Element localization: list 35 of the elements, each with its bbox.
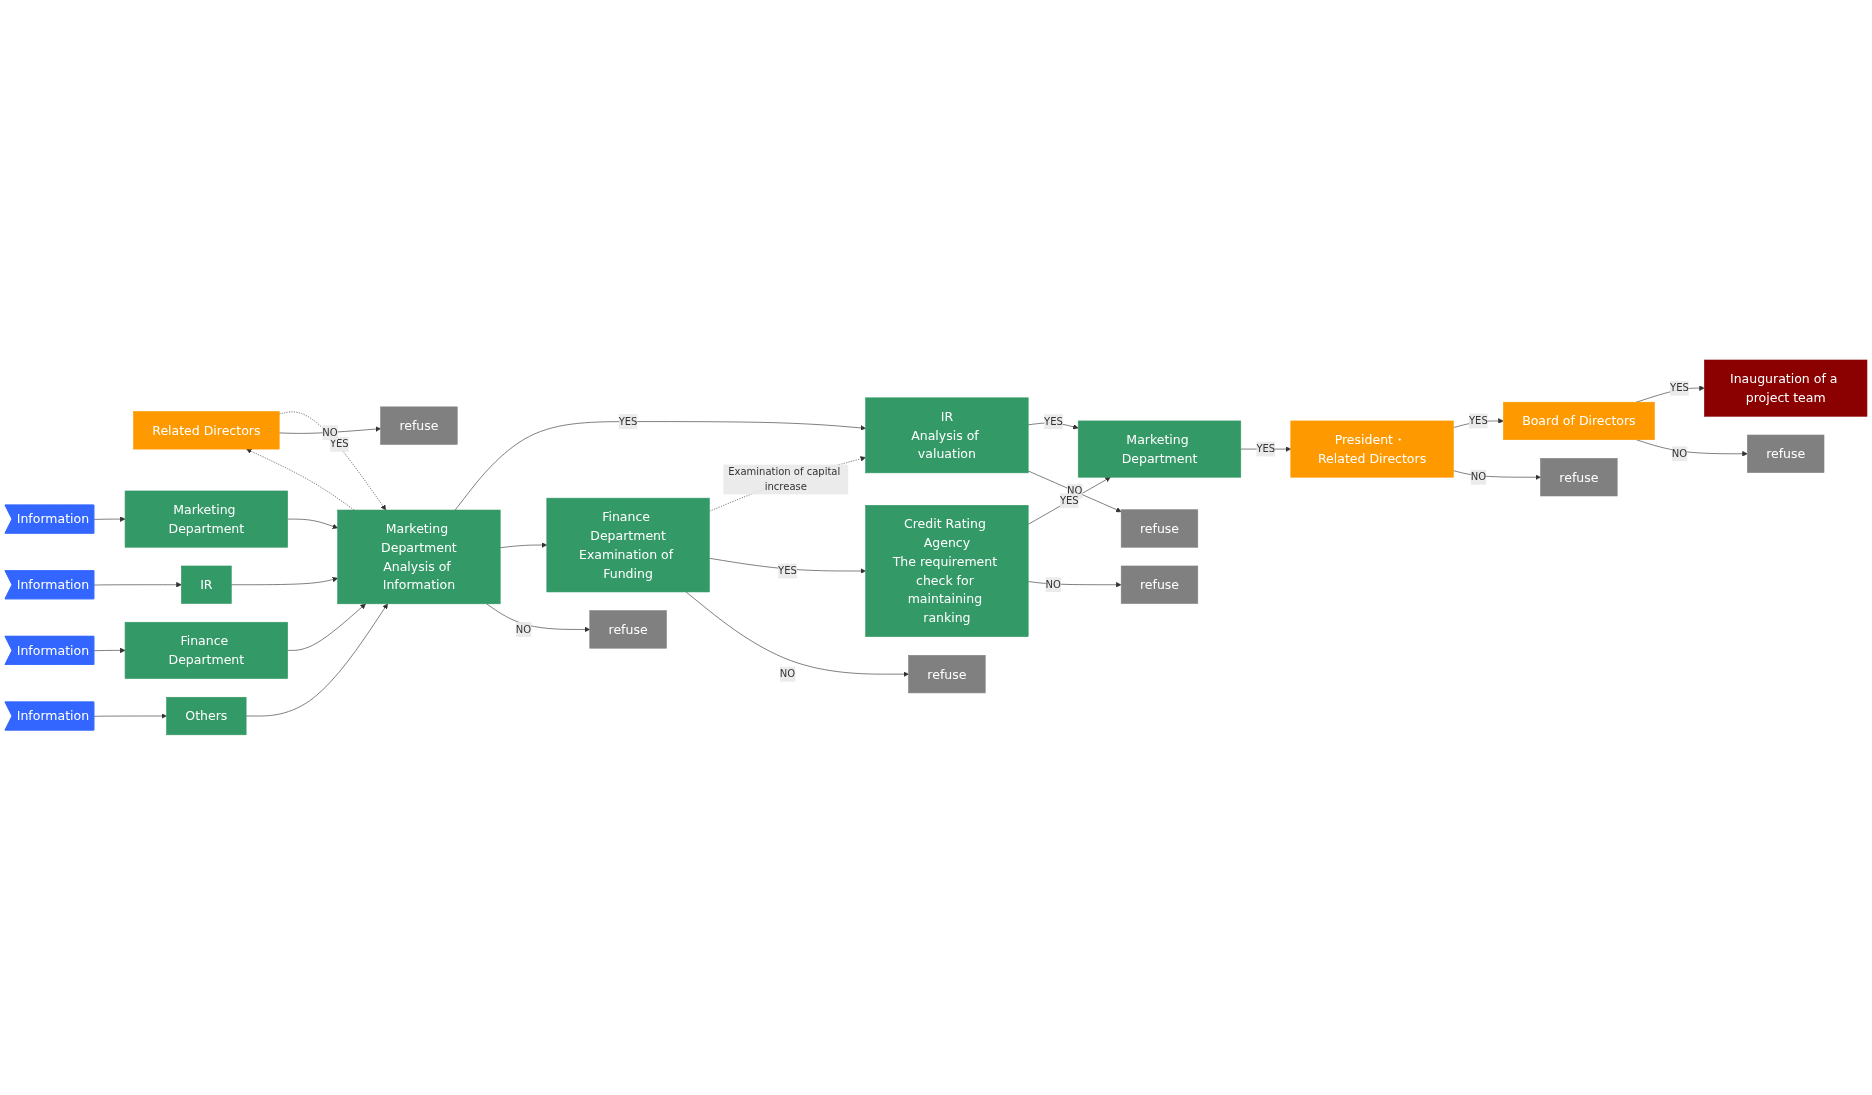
edge-label: Examination of capital increase (728, 465, 841, 493)
edge-label: NO (515, 623, 532, 636)
node-box: refuse (1540, 458, 1618, 497)
node-box: Credit Rating Agency The requirement check for maintaining ranking (865, 505, 1029, 638)
edge-label: YES (1256, 442, 1276, 455)
node-box: Marketing Department (124, 490, 288, 548)
edge-label: NO (1045, 578, 1061, 591)
node-box: Board of Directors (1503, 402, 1655, 441)
node-box: IR Analysis of valuation (865, 397, 1029, 474)
node-box: Others (166, 697, 247, 736)
node-box: refuse (908, 655, 986, 694)
edge-label: YES (618, 415, 638, 428)
edge-label: NO (322, 426, 338, 439)
node-box: Marketing Department Analysis of Information (337, 509, 501, 605)
node-box: President・ Related Directors (1290, 420, 1454, 478)
node-box: Marketing Department (1077, 420, 1242, 478)
node-box: Inauguration of a project team (1704, 359, 1868, 417)
edge-label: YES (1468, 414, 1488, 427)
edge-label: NO (1470, 471, 1487, 483)
node-box: IR (181, 565, 232, 604)
node-box: Finance Department (124, 622, 288, 679)
node-box: refuse (1120, 509, 1199, 548)
edge-label: YES (329, 438, 349, 451)
node-box: refuse (1747, 434, 1825, 473)
node-box: Finance Department Examination of Funding (546, 497, 710, 593)
node-box: refuse (589, 610, 667, 649)
edge-label: NO (779, 668, 796, 680)
node-box: refuse (1120, 565, 1199, 604)
edge-label: YES (1044, 415, 1063, 428)
edge-label: YES (1059, 494, 1079, 507)
edge-label: YES (1670, 381, 1689, 394)
edge-label: YES (778, 564, 797, 577)
edge-label: NO (1671, 447, 1688, 460)
node-box: Related Directors (133, 411, 280, 450)
node-box: refuse (380, 406, 458, 445)
